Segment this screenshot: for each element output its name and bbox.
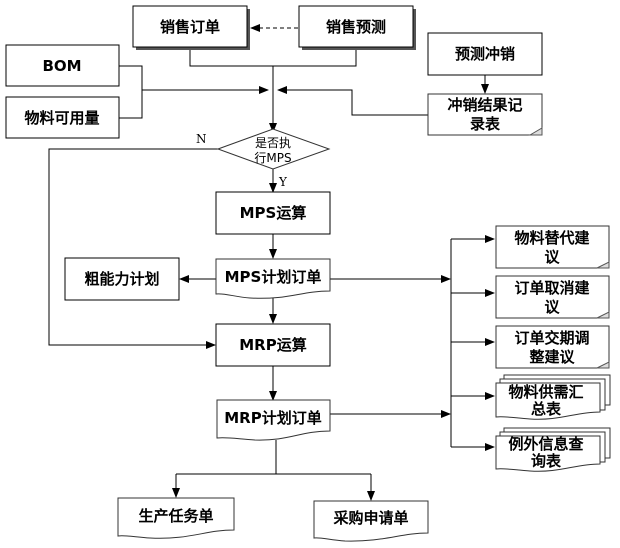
node-sugg-reschedule-label-1: 订单交期调 (514, 329, 589, 347)
node-material-available[interactable]: 物料可用量 (5, 96, 120, 139)
edge-order-forecast-merge (189, 48, 357, 67)
node-sugg-cancel-label-2: 议 (544, 298, 560, 316)
decision-label-2: 行MPS (254, 151, 291, 165)
node-supply-demand-label-1: 物料供需汇 (508, 383, 583, 401)
node-supply-demand-label-2: 总表 (531, 400, 562, 418)
node-sugg-substitute-label-1: 物料替代建 (514, 229, 590, 247)
node-rough-capacity-label: 粗能力计划 (84, 270, 159, 288)
node-sugg-reschedule[interactable]: 订单交期调 整建议 (495, 325, 610, 369)
node-decision-execute-mps[interactable]: 是否执 行MPS (216, 128, 331, 170)
node-mps-order[interactable]: MPS计划订单 (215, 258, 331, 299)
label-no: N (196, 132, 207, 146)
node-mps-order-label: MPS计划订单 (225, 268, 322, 286)
node-forecast-offset-label: 预测冲销 (455, 45, 515, 63)
node-exception-query[interactable]: 例外信息查 询表 (495, 427, 611, 472)
edge-decision-no (48, 148, 218, 349)
node-material-available-label: 物料可用量 (24, 109, 99, 127)
node-sales-order[interactable]: 销售订单 (132, 5, 250, 50)
node-mrp-calc-label: MRP运算 (239, 336, 306, 354)
node-offset-record[interactable]: 冲销结果记 录表 (427, 93, 543, 136)
node-sugg-reschedule-label-2: 整建议 (529, 348, 575, 366)
node-exception-label-1: 例外信息查 (508, 435, 584, 453)
node-purchase-request[interactable]: 采购申请单 (313, 500, 429, 542)
node-sales-forecast[interactable]: 销售预测 (298, 5, 416, 50)
node-sugg-substitute-label-2: 议 (544, 248, 560, 266)
node-sugg-substitute[interactable]: 物料替代建 议 (495, 225, 610, 269)
decision-label-1: 是否执 (255, 136, 291, 150)
node-exception-label-2: 询表 (531, 452, 562, 470)
node-sugg-cancel-label-1: 订单取消建 (514, 279, 590, 297)
node-production-task-label: 生产任务单 (138, 507, 213, 525)
label-yes: Y (278, 175, 288, 189)
node-mrp-order[interactable]: MRP计划订单 (216, 399, 331, 441)
edge-offset-to-decision (277, 86, 428, 116)
node-purchase-request-label: 采购申请单 (332, 509, 408, 527)
node-production-task[interactable]: 生产任务单 (117, 497, 235, 539)
node-mps-calc[interactable]: MPS运算 (215, 191, 331, 235)
node-offset-record-label-1: 冲销结果记 (447, 96, 522, 114)
node-forecast-offset[interactable]: 预测冲销 (427, 32, 543, 76)
connectors (48, 24, 495, 501)
node-bom-label: BOM (42, 57, 81, 75)
node-mrp-calc[interactable]: MRP运算 (215, 323, 331, 367)
node-sales-forecast-label: 销售预测 (326, 18, 386, 36)
node-mrp-order-label: MRP计划订单 (224, 409, 321, 427)
node-sugg-cancel[interactable]: 订单取消建 议 (495, 275, 610, 319)
node-offset-record-label-2: 录表 (470, 115, 501, 133)
node-sales-order-label: 销售订单 (160, 18, 220, 36)
node-mps-calc-label: MPS运算 (240, 204, 307, 222)
node-rough-capacity[interactable]: 粗能力计划 (64, 257, 180, 301)
node-bom[interactable]: BOM (5, 44, 120, 87)
node-supply-demand-summary[interactable]: 物料供需汇 总表 (495, 374, 611, 420)
edge-bom-material-merge (119, 65, 143, 119)
